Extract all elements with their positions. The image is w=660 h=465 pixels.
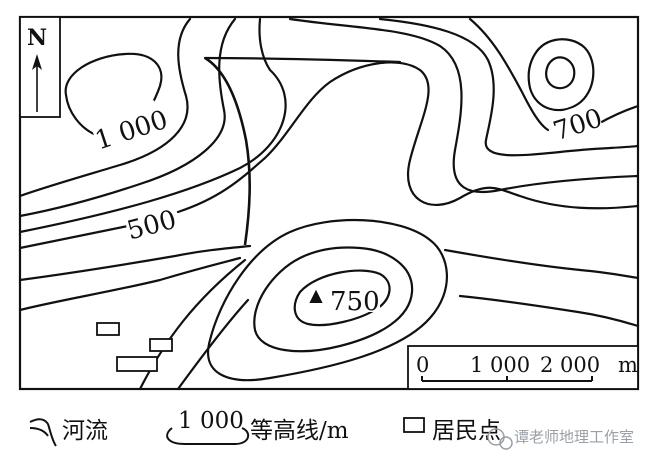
compass: N [19,16,61,118]
river-line [204,56,251,246]
scale-zero: 0 [416,353,429,377]
scale-mid: 1 000 [470,353,530,377]
peak-marker-icon [309,289,323,303]
legend-contour-sample: 1 000 [178,408,244,434]
river-legend-icon [29,418,57,447]
settlement-1 [96,322,120,336]
contour-700 [468,17,640,132]
contour-hill-ne-inner [545,56,576,90]
label-750: 750 [330,287,380,317]
contour-upper-curve-2 [378,17,640,157]
scale-end: 2 000 [540,353,600,377]
contour-hill-s-mid [253,246,414,353]
label-500: 500 [124,205,180,247]
compass-box [19,16,61,118]
settlement-2 [149,338,173,352]
legend-settlement-label: 居民点 [432,418,501,444]
legend-river-label: 河流 [62,418,108,444]
settlement-3 [116,356,158,372]
contour-sw-d [176,298,250,391]
scale-unit: m [618,353,638,377]
settlement-legend-icon [403,417,425,433]
contour-ridge-a [18,17,192,198]
contour-sw-a [18,244,252,282]
contour-hill-ne-outer [527,38,595,112]
contour-se-b [458,294,640,328]
map-frame [18,15,640,391]
contour-legend-icon [166,427,250,445]
watermark-text: 谭老师地理工作室 [514,428,634,446]
north-label: N [27,25,47,51]
contour-hill-s-outer [207,218,448,382]
legend-contour-label: 等高线/m [250,418,349,444]
contour-500 [18,61,640,250]
contour-top-line [203,56,402,64]
contour-ridge-c [18,17,287,234]
north-arrow-icon [32,54,42,70]
settlements [96,322,173,372]
contour-labels: 1 000 500 700 750 [89,100,606,317]
legend: 河流 1 000 等高线/m 居民点 [29,408,501,447]
contour-se-a [443,248,640,280]
contour-upper-curve [288,17,640,194]
watermark: 谭老师地理工作室 [487,428,634,450]
contour-sw-b [18,256,242,312]
contour-lines [18,17,640,391]
scale-bar: 0 1 000 2 000 m [407,345,639,390]
